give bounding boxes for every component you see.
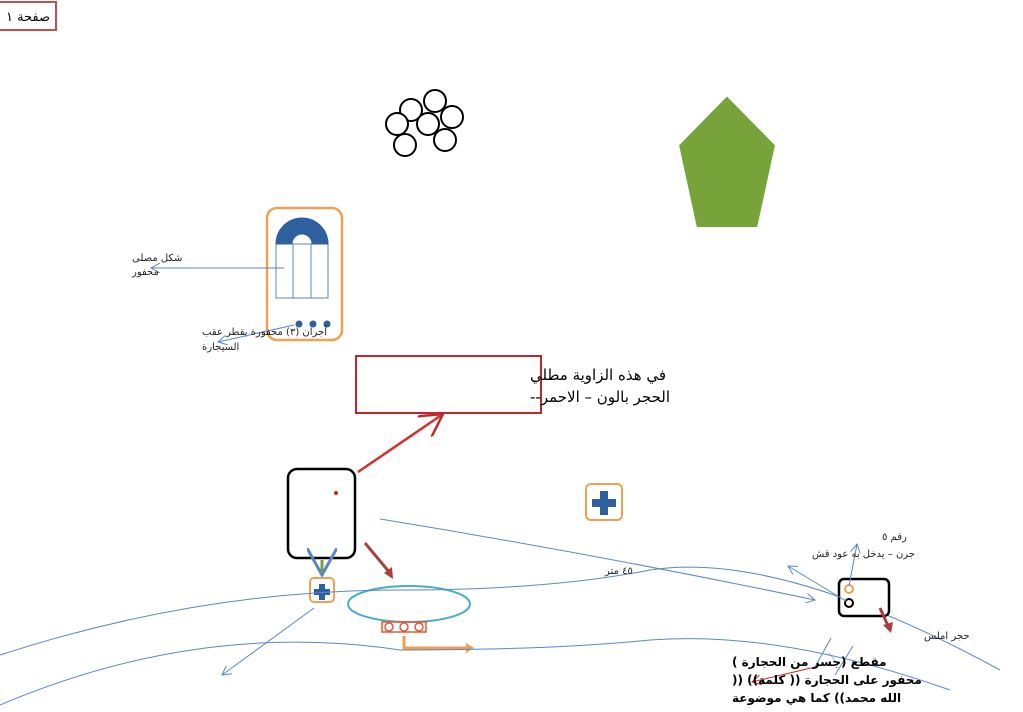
label-cups-1: أجران (٣) محفورة بقطر عقب: [202, 325, 327, 338]
black-hole: [844, 598, 854, 608]
brown-arrow-head: [384, 567, 393, 579]
smooth-stone-label: حجر املس: [924, 631, 970, 642]
page-label: صفحة ١: [6, 10, 50, 25]
brown-arrow: [363, 542, 392, 574]
label-prayer-1: شكل مصلى: [132, 253, 182, 264]
orange-arrow: [402, 636, 468, 650]
green-pentagon: [676, 93, 778, 229]
distance-line: [379, 518, 815, 600]
callout-line-1: في هذه الزاوية مطلي: [530, 366, 666, 385]
basin-label: جرن – يدخل به عود قش: [812, 549, 915, 560]
arrow-number: [848, 544, 857, 587]
orange-hole: [844, 584, 854, 594]
label-cups-2: السيجارة: [202, 342, 239, 353]
bridge-label-3: الله محمد)) كما هي موضوعة: [732, 691, 901, 706]
arrow-basin: [788, 566, 847, 602]
number-label: رقم ٥: [882, 532, 907, 543]
callout-arrow: [357, 414, 443, 474]
page-label-box: صفحة ١: [0, 1, 57, 31]
bridge-label-1: مقطع (جسر من الحجارة ): [732, 655, 887, 669]
cross-box: [585, 483, 623, 521]
distance-label: ٤٥ متر: [604, 566, 633, 577]
arrow-cups: [218, 324, 295, 342]
bridge-label-2: محفور على الحجارة (( كلمة)) ((: [732, 673, 922, 688]
bridge: [814, 637, 854, 676]
orange-arrow-head: [466, 643, 474, 653]
cross-box-small: [309, 577, 335, 603]
arrow-smooth-head: [883, 622, 893, 633]
label-prayer-2: محفور: [131, 267, 159, 278]
small-red-cups: [381, 621, 427, 633]
arrow-down-left: [222, 607, 315, 675]
river-bank-bottom: [0, 638, 951, 706]
red-dot: [334, 491, 338, 495]
red-stone: [286, 467, 357, 560]
bridge-arrow: [752, 666, 816, 682]
circles-cluster: [385, 89, 464, 157]
prayer-niche-stone: [265, 206, 344, 342]
callout-line-2: الحجر بالون – الاحمر--: [530, 388, 670, 406]
red-callout: في هذه الزاوية مطلي الحجر بالون – الاحمر…: [355, 355, 670, 414]
river-bank-top: [0, 566, 1001, 671]
cyan-ellipse: [347, 585, 471, 623]
